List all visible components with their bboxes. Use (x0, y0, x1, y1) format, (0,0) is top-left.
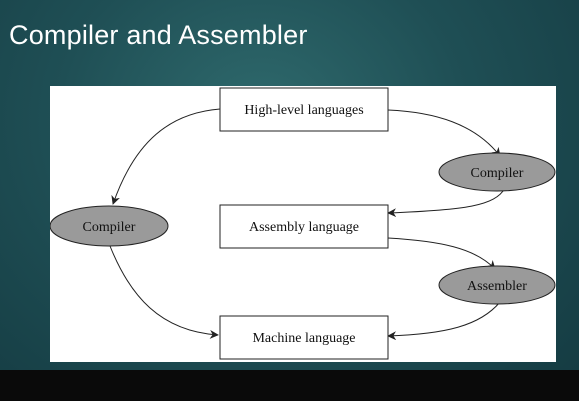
slide-title: Compiler and Assembler (9, 20, 308, 50)
arrow-left-compiler-to-machine (109, 245, 219, 339)
box-label-assembly: Assembly language (249, 220, 359, 235)
box-label-high-level: High-level languages (244, 103, 363, 118)
box-assembly-language: Assembly language (219, 204, 389, 249)
ellipse-label-assembler: Assembler (467, 279, 527, 294)
bottom-bar (0, 370, 579, 401)
box-high-level-languages: High-level languages (219, 87, 389, 132)
ellipse-assembler-right: Assembler (438, 265, 556, 305)
ellipse-label-compiler-left: Compiler (83, 220, 136, 235)
arrow-highlevel-to-left-compiler (111, 108, 221, 205)
diagram-panel: High-level languages Assembly language M… (50, 86, 556, 362)
arrow-assembler-to-machine (387, 301, 501, 341)
compilation-diagram: High-level languages Assembly language M… (50, 87, 556, 360)
arrow-highlevel-to-right-compiler (387, 109, 501, 157)
ellipse-label-compiler-right: Compiler (471, 166, 524, 181)
box-label-machine: Machine language (252, 331, 355, 346)
arrow-right-compiler-to-assembly (387, 187, 506, 218)
ellipse-compiler-left: Compiler (50, 205, 169, 247)
arrow-assembly-to-assembler (387, 237, 496, 270)
ellipse-compiler-right: Compiler (438, 152, 556, 192)
box-machine-language: Machine language (219, 315, 389, 360)
